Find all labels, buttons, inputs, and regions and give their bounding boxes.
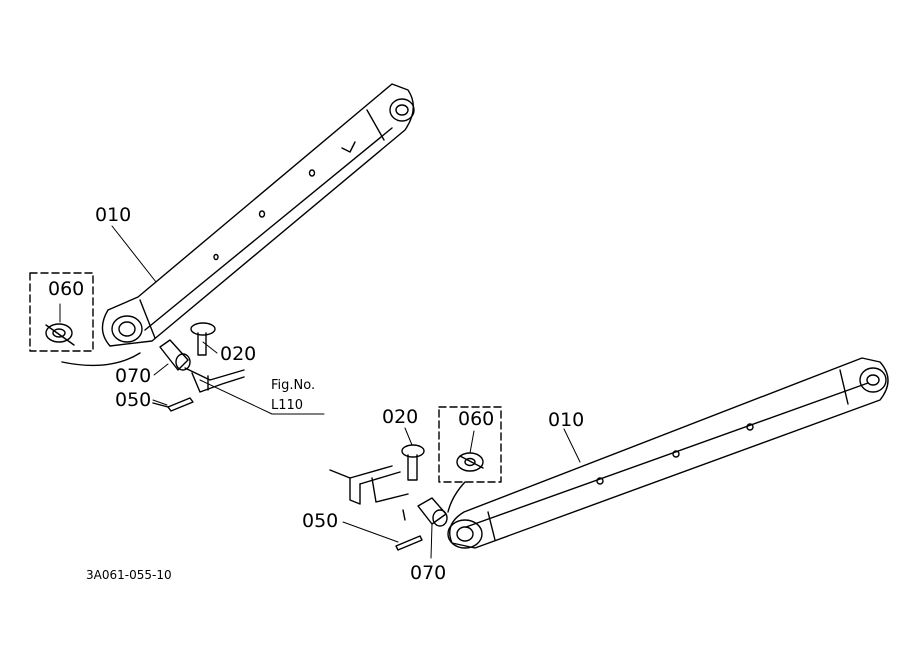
fig-ref-label: L110 <box>271 398 304 413</box>
upper-lift-arm <box>101 83 415 347</box>
label-050-upper: 050 <box>115 389 152 411</box>
upper-washer <box>45 323 75 346</box>
label-010-upper: 010 <box>95 204 132 226</box>
upper-pin-assembly <box>152 322 245 412</box>
lower-lift-arm <box>447 357 889 549</box>
label-020-upper: 020 <box>220 343 257 365</box>
label-020-lower: 020 <box>382 406 419 428</box>
upper-washer-box <box>29 272 94 352</box>
drawing-code: 3A061-055-10 <box>86 568 172 582</box>
label-010-lower: 010 <box>548 409 585 431</box>
label-060-lower: 060 <box>458 408 495 430</box>
lower-washer-box <box>438 406 502 483</box>
label-060-upper: 060 <box>48 278 85 300</box>
lower-washer <box>456 452 484 472</box>
lower-pin-assembly <box>329 444 448 551</box>
leader-lines <box>59 225 581 559</box>
label-050-lower: 050 <box>302 510 339 532</box>
label-070-upper: 070 <box>115 365 152 387</box>
label-070-lower: 070 <box>410 562 447 584</box>
fig-no-label: Fig.No. <box>271 378 316 393</box>
